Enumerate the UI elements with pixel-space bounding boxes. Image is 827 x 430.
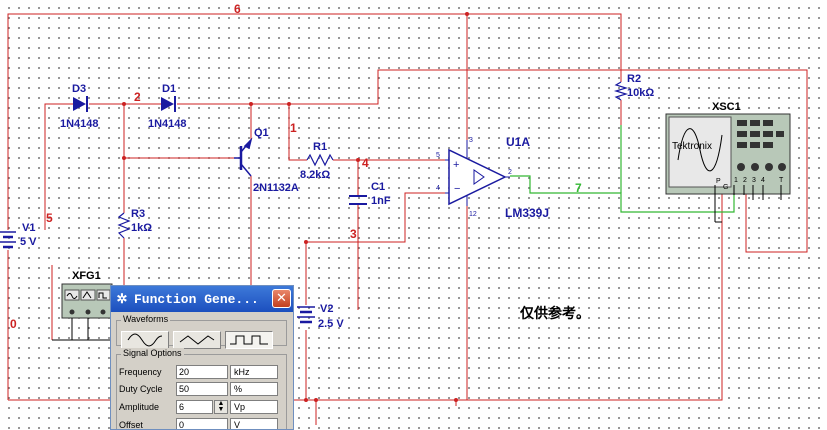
u1a-value: LM339J: [505, 206, 549, 220]
scope-screen-icon: [677, 128, 723, 172]
duty-cycle-unit: %: [230, 382, 278, 396]
u1a-pin-12: 12: [469, 211, 477, 218]
svg-text:G: G: [723, 184, 728, 191]
waveforms-group: Waveforms: [116, 314, 287, 349]
battery-v2[interactable]: V2 2.5 V: [297, 303, 344, 330]
net-label-0: 0: [10, 317, 17, 331]
xsc1-brand: Tektronix: [672, 141, 712, 152]
transistor-q1[interactable]: Q1 2N1132A: [234, 127, 299, 194]
r1-ref: R1: [313, 141, 327, 153]
c1-value: 1nF: [371, 195, 391, 207]
svg-text:−: −: [454, 183, 460, 195]
waveforms-label: Waveforms: [121, 314, 171, 324]
r1-value: 8.2kΩ: [300, 169, 330, 181]
waveform-sine-button[interactable]: [121, 331, 169, 349]
u1a-pin-2: 2: [508, 169, 512, 176]
gear-icon: ✲: [116, 291, 128, 307]
battery-v1[interactable]: V1 5 V: [0, 222, 37, 249]
amplitude-label: Amplitude: [119, 402, 160, 412]
svg-text:P: P: [716, 178, 721, 185]
net-label-5: 5: [46, 211, 53, 225]
net-label-2: 2: [134, 90, 141, 104]
option-amplitude: Amplitude 6 ▲▼ Vp: [119, 399, 278, 415]
signal-options-group: Signal Options: [116, 348, 287, 429]
u1a-ref: U1A: [506, 135, 530, 149]
svg-text:1: 1: [734, 177, 738, 184]
xfg1-ref: XFG1: [72, 270, 101, 282]
function-generator-window[interactable]: ✲ Function Gene... ✕ Waveforms Signal Op…: [110, 285, 294, 430]
d1-value: 1N4148: [148, 118, 187, 130]
triangle-wave-icon: [179, 335, 215, 345]
scope-knobs: [737, 120, 786, 171]
offset-input[interactable]: 0: [176, 418, 228, 429]
note-text: 仅供参考。: [519, 305, 590, 322]
duty-cycle-label: Duty Cycle: [119, 384, 163, 394]
svg-text:+: +: [453, 159, 459, 171]
function-generator-xfg1[interactable]: XFG1: [52, 270, 113, 341]
resistor-r1[interactable]: R1 8.2kΩ: [300, 141, 334, 181]
amplitude-unit[interactable]: Vp: [230, 400, 278, 414]
close-button[interactable]: ✕: [272, 289, 291, 308]
duty-cycle-input[interactable]: 50: [176, 382, 228, 396]
v1-value: 5 V: [20, 236, 37, 248]
comparator-u1a[interactable]: + − 3 5 4 2 12 U1A LM339J: [436, 135, 549, 220]
sine-wave-icon: [127, 333, 163, 347]
r2-value: 10kΩ: [627, 87, 654, 99]
net-label-7: 7: [575, 181, 582, 195]
r3-value: 1kΩ: [131, 222, 152, 234]
frequency-unit[interactable]: kHz: [230, 365, 278, 379]
resistor-r3[interactable]: R3 1kΩ: [117, 208, 152, 239]
option-duty-cycle: Duty Cycle 50 %: [119, 381, 278, 397]
waveform-triangle-button[interactable]: [173, 331, 221, 349]
frequency-input[interactable]: 20: [176, 365, 228, 379]
net-label-3: 3: [350, 227, 357, 241]
xsc1-ref: XSC1: [712, 101, 741, 113]
c1-ref: C1: [371, 181, 385, 193]
diode-d3[interactable]: D3 1N4148: [60, 83, 99, 130]
q1-ref: Q1: [254, 127, 269, 139]
square-wave-icon: [230, 335, 268, 345]
comparator-symbol-icon: [473, 169, 485, 185]
svg-text:T: T: [779, 177, 784, 184]
oscilloscope-xsc1[interactable]: XSC1 Tektronix P G 1 2 3 4 T: [665, 101, 791, 223]
d3-value: 1N4148: [60, 118, 99, 130]
svg-text:2: 2: [743, 177, 747, 184]
d3-ref: D3: [72, 83, 86, 95]
svg-text:3: 3: [752, 177, 756, 184]
frequency-label: Frequency: [119, 367, 162, 377]
net-labels: 6 2 1 4 5 3 0: [10, 2, 369, 331]
option-frequency: Frequency 20 kHz: [119, 364, 278, 380]
net-label-4: 4: [362, 156, 369, 170]
u1a-pin-4: 4: [436, 185, 440, 192]
resistor-r2[interactable]: R2 10kΩ: [613, 73, 654, 101]
signal-options-label: Signal Options: [121, 348, 184, 358]
v2-value: 2.5 V: [318, 318, 344, 330]
function-generator-titlebar[interactable]: ✲ Function Gene...: [111, 286, 293, 312]
r3-ref: R3: [131, 208, 145, 220]
u1a-pin-3: 3: [469, 137, 473, 144]
svg-text:4: 4: [761, 177, 765, 184]
offset-label: Offset: [119, 420, 143, 430]
amplitude-spinner[interactable]: ▲▼: [214, 400, 228, 414]
v2-ref: V2: [320, 303, 333, 315]
amplitude-input[interactable]: 6: [176, 400, 213, 414]
diode-d1[interactable]: D1 1N4148: [148, 83, 187, 130]
capacitor-c1[interactable]: C1 1nF: [349, 181, 391, 207]
q1-value: 2N1132A: [253, 182, 299, 194]
junctions: [122, 12, 469, 402]
option-offset: Offset 0 V: [119, 417, 278, 430]
r2-ref: R2: [627, 73, 641, 85]
net-label-6: 6: [234, 2, 241, 16]
d1-ref: D1: [162, 83, 176, 95]
offset-unit[interactable]: V: [230, 418, 278, 429]
function-generator-title: Function Gene...: [134, 291, 259, 307]
v1-ref: V1: [22, 222, 35, 234]
waveform-square-button[interactable]: [225, 331, 273, 349]
net-label-1: 1: [290, 121, 297, 135]
u1a-pin-5: 5: [436, 152, 440, 159]
